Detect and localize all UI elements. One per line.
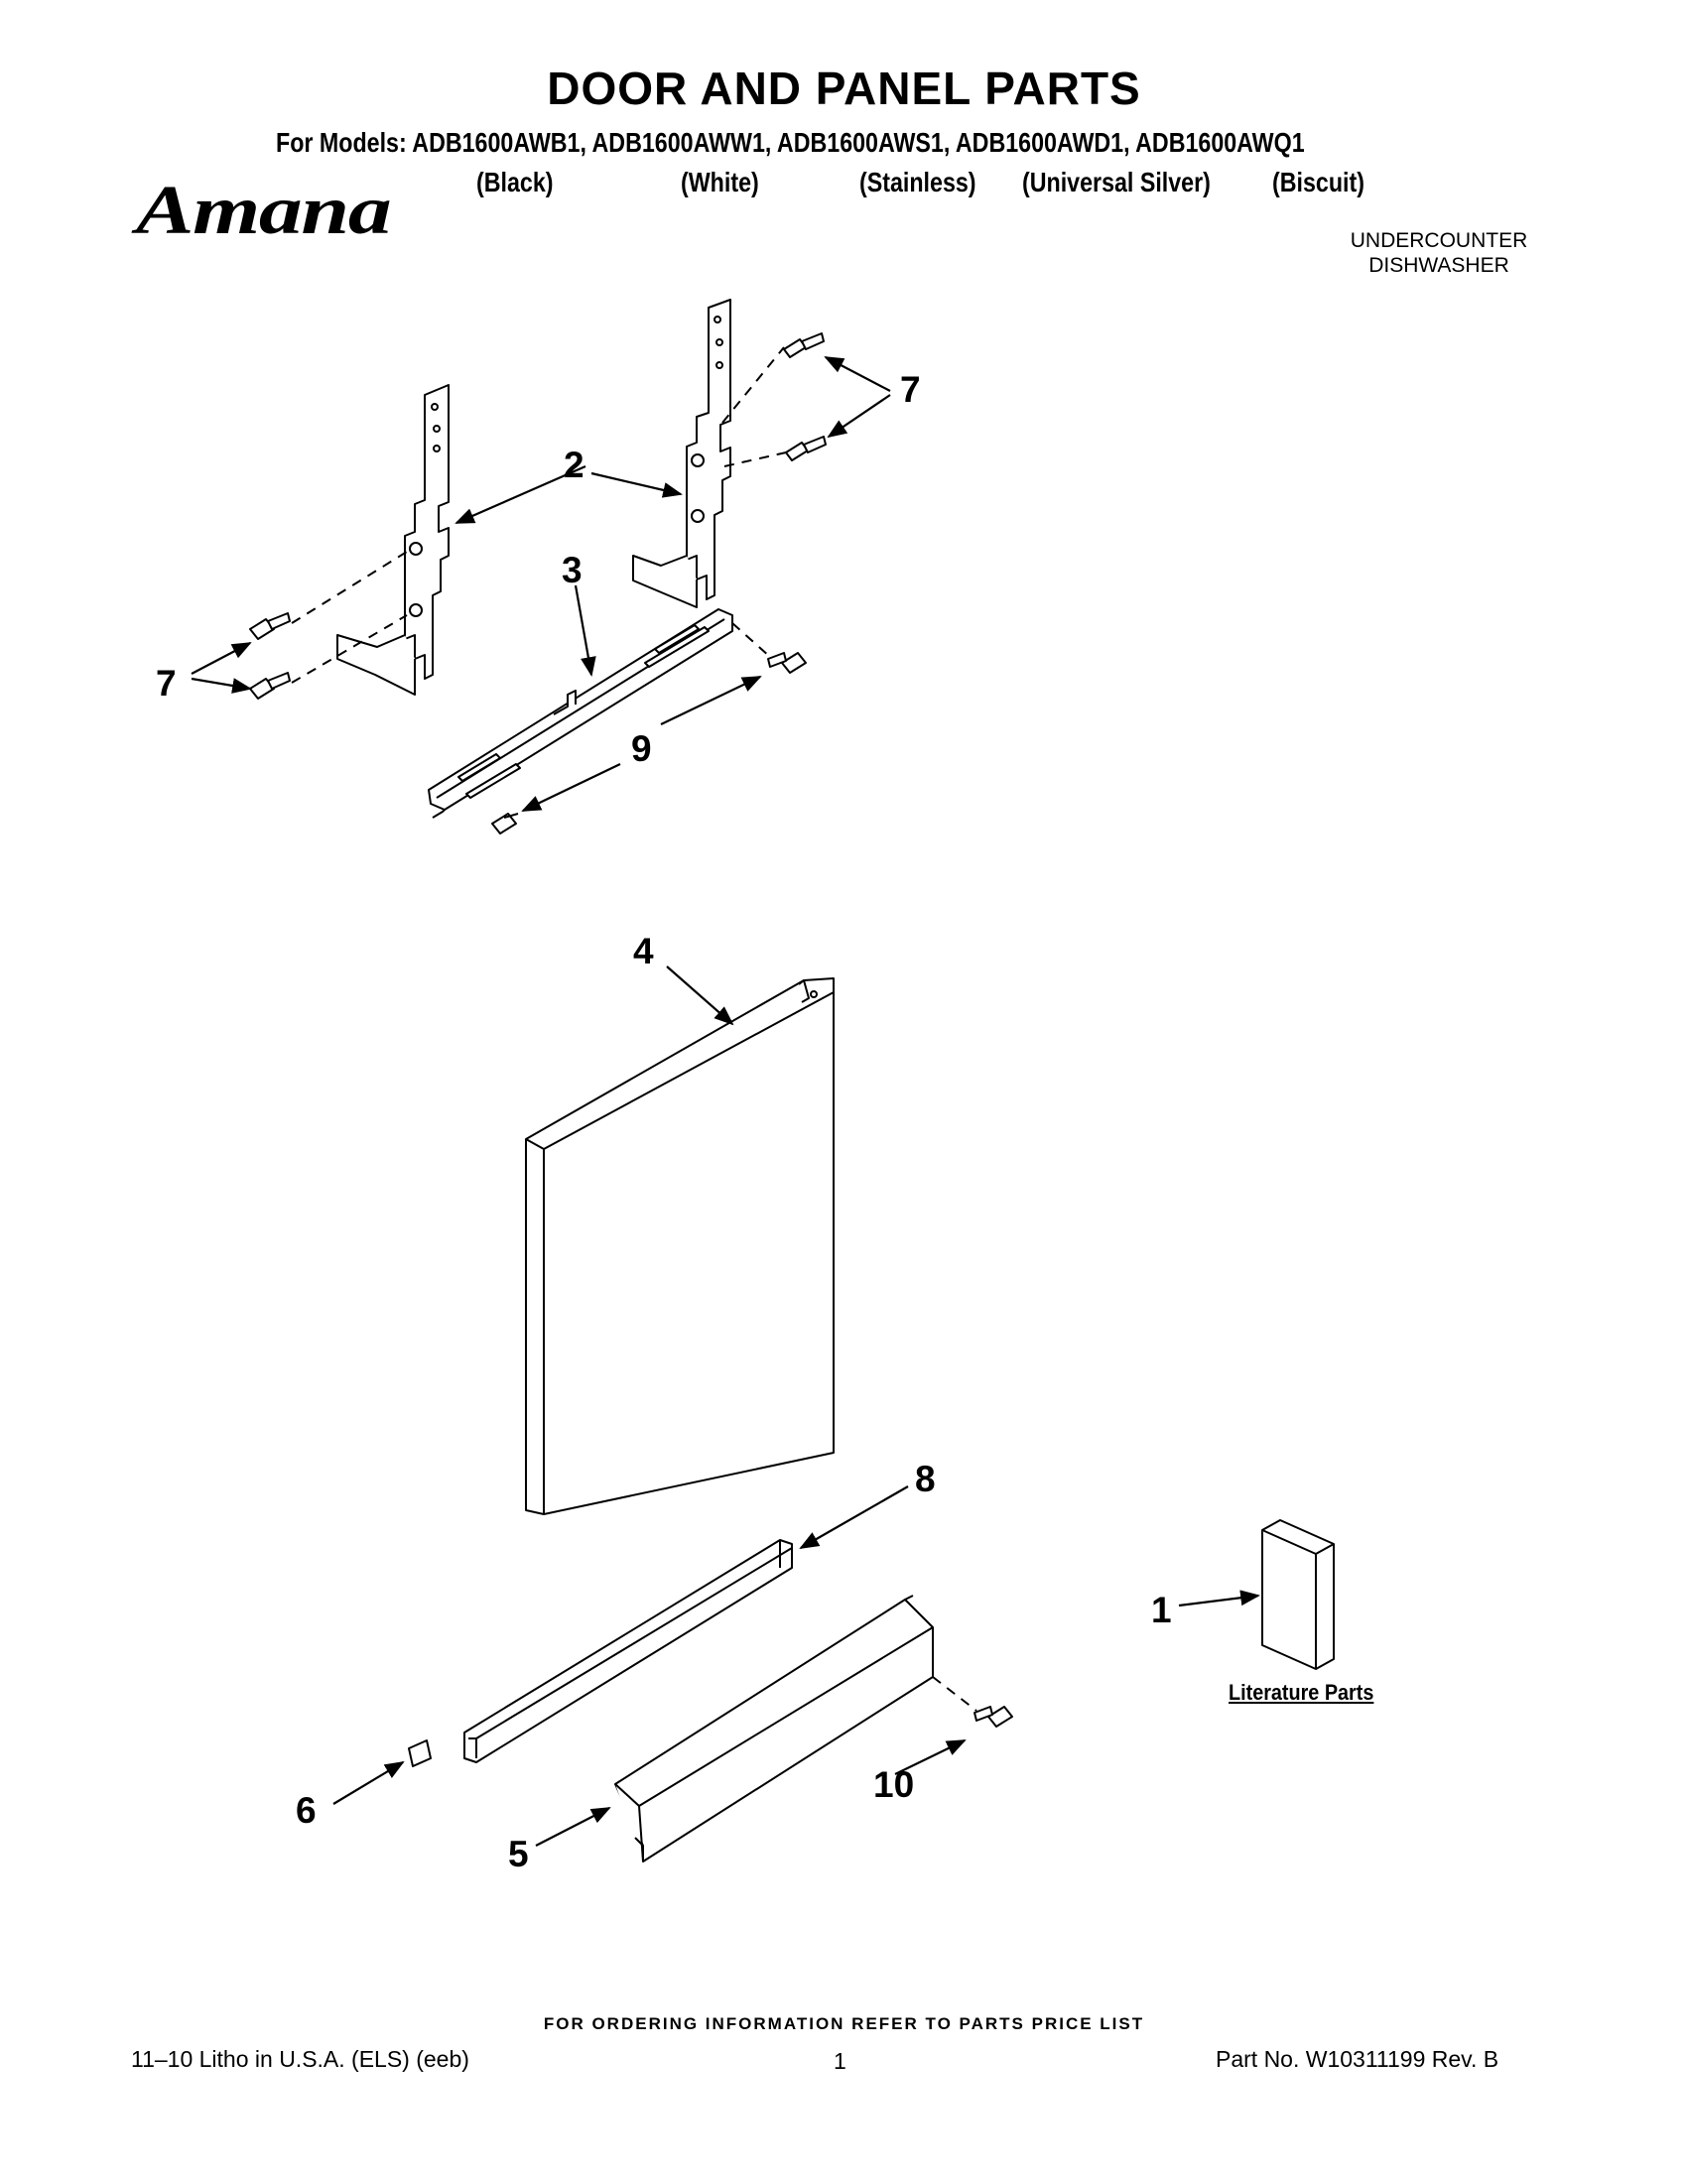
screw-7-left-a	[249, 612, 291, 640]
screw-9-bottom	[491, 813, 519, 835]
trim-clip-6	[408, 1739, 432, 1767]
callout-9: 9	[631, 728, 652, 769]
literature-parts-booklet	[1261, 1519, 1335, 1670]
callout-8: 8	[915, 1459, 936, 1499]
screw-10	[974, 1706, 1013, 1728]
screw-7-top-a	[783, 332, 825, 358]
door-panel	[525, 977, 835, 1515]
right-door-hinge-bracket	[632, 299, 731, 608]
callout-4: 4	[633, 931, 654, 971]
page-number: 1	[834, 2048, 846, 2074]
color-universal-silver: (Universal Silver)	[1022, 167, 1211, 197]
callout-5: 5	[508, 1834, 529, 1874]
footer-litho: 11–10 Litho in U.S.A. (ELS) (eeb)	[131, 2046, 469, 2072]
product-line-1: UNDERCOUNTER	[1350, 229, 1528, 252]
callout-1: 1	[1151, 1590, 1172, 1630]
screw-7-top-b	[785, 436, 827, 461]
color-stainless: (Stainless)	[859, 167, 976, 197]
color-biscuit: (Biscuit)	[1272, 167, 1364, 197]
color-white: (White)	[681, 167, 759, 197]
callout-7-left: 7	[156, 663, 177, 704]
ordering-note: FOR ORDERING INFORMATION REFER TO PARTS …	[543, 2014, 1145, 2033]
callout-7-right: 7	[900, 369, 921, 410]
screw-7-left-b	[249, 672, 291, 700]
brand-logo: Amana	[136, 173, 392, 249]
callout-2: 2	[564, 445, 584, 485]
product-type: UNDERCOUNTER DISHWASHER	[1320, 228, 1558, 278]
models-line: For Models: ADB1600AWB1, ADB1600AWW1, AD…	[276, 127, 1305, 158]
color-black: (Black)	[476, 167, 554, 197]
part-number: Part No. W10311199 Rev. B	[1216, 2046, 1499, 2072]
literature-parts-label: Literature Parts	[1229, 1680, 1374, 1705]
left-door-hinge-bracket	[336, 384, 450, 696]
page-title: DOOR AND PANEL PARTS	[547, 63, 1141, 114]
assembly-dashes	[291, 346, 977, 1712]
product-line-2: DISHWASHER	[1368, 254, 1509, 277]
door-brace-bracket	[428, 608, 733, 819]
screw-9-right	[767, 652, 807, 674]
toe-trim-strip	[463, 1539, 793, 1763]
leader-lines	[191, 356, 1260, 1847]
callout-10: 10	[873, 1764, 915, 1805]
callout-3: 3	[562, 550, 583, 590]
callout-6: 6	[296, 1790, 317, 1831]
